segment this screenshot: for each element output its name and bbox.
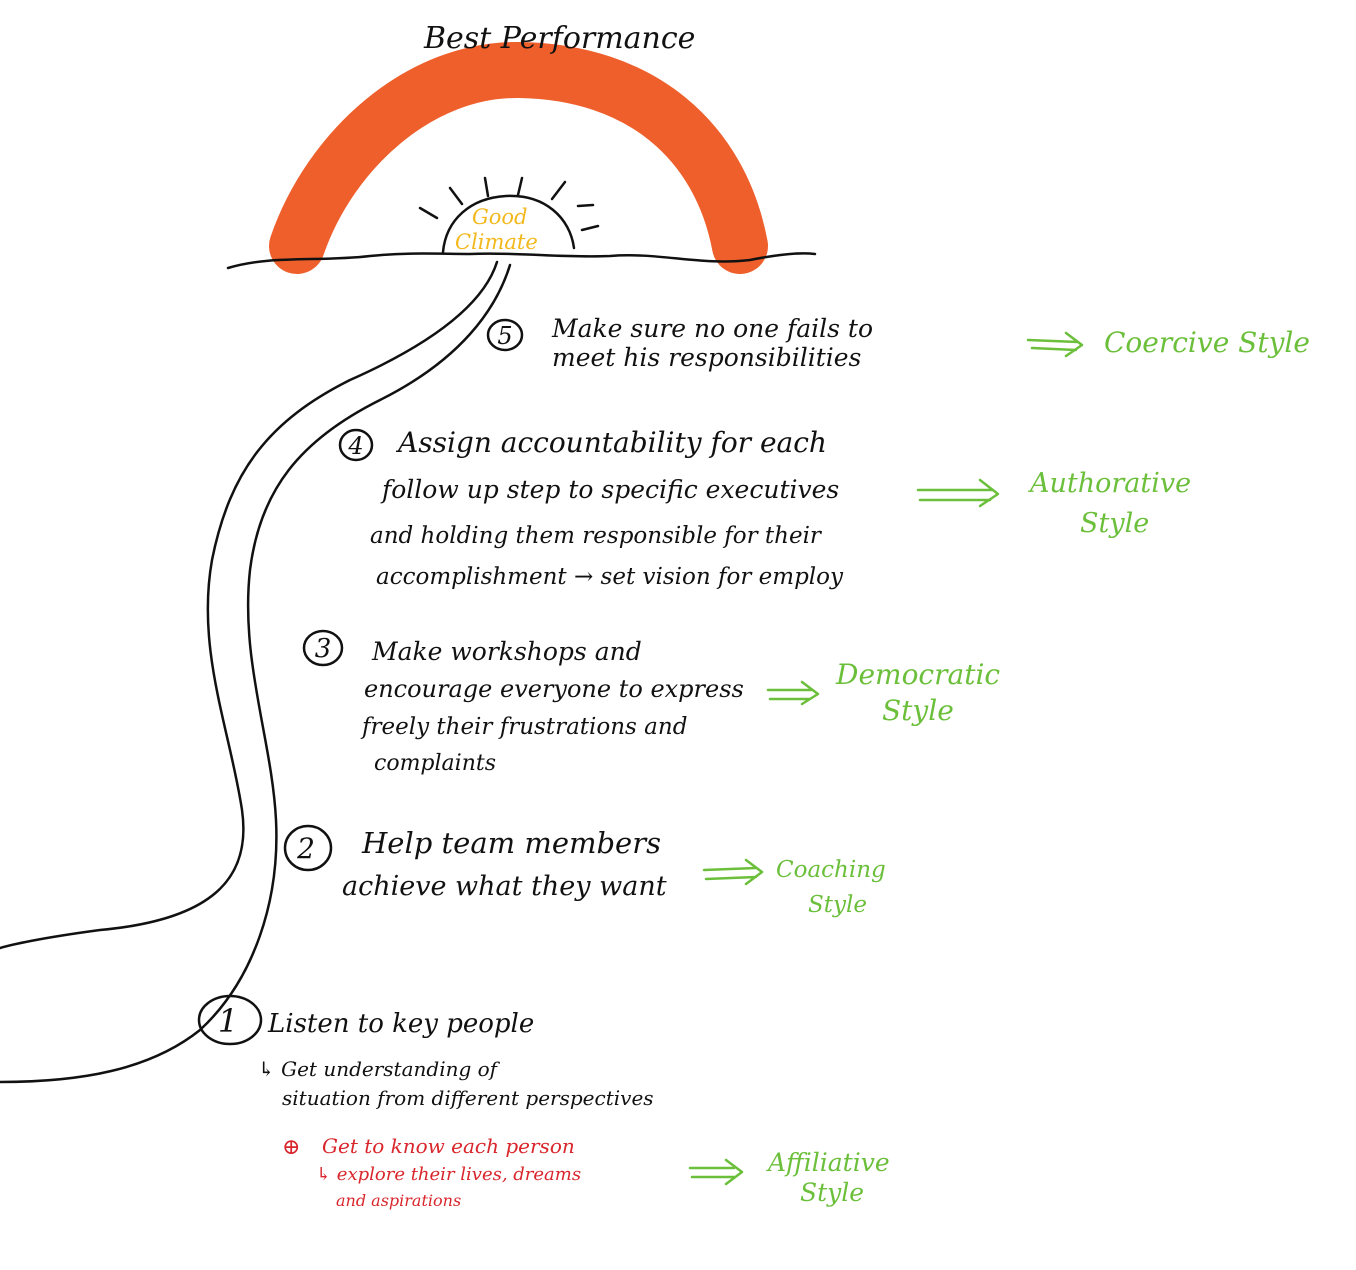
- step-number-text: 1: [218, 1002, 238, 1040]
- diagram-title: Best Performance: [423, 21, 695, 56]
- arrow-step-5: [1026, 331, 1084, 358]
- step-3-text: Make workshops and encourage everyone to…: [360, 637, 744, 776]
- step-3-number: 3: [302, 629, 344, 667]
- step-5-number: 5: [486, 318, 524, 352]
- step-number-text: 5: [497, 322, 512, 350]
- arrow-step-1: [688, 1158, 744, 1186]
- step-text-line: meet his responsibilities: [552, 343, 861, 372]
- style-label-line: Coaching: [776, 857, 886, 883]
- style-label-line: Style: [800, 1178, 864, 1207]
- sun-label-line1: Good: [472, 205, 528, 229]
- style-label-line: Democratic: [835, 658, 1000, 691]
- style-label-authorative: Authorative Style: [1027, 468, 1191, 539]
- style-label-democratic: Democratic Style: [835, 658, 1000, 727]
- arrow-step-4: [916, 478, 1000, 508]
- performance-arc: [269, 41, 768, 274]
- step-5-text: Make sure no one fails to meet his respo…: [551, 314, 873, 372]
- step-number-text: 4: [347, 432, 363, 460]
- step-text-line: Help team members: [361, 826, 661, 860]
- step-text-line: situation from different perspectives: [282, 1086, 654, 1110]
- step-text-line: Listen to key people: [267, 1009, 534, 1039]
- step-1-text: Listen to key people ↳ Get understanding…: [258, 1009, 654, 1110]
- road: [0, 260, 512, 1084]
- style-label-line: Coercive Style: [1104, 326, 1310, 359]
- sun-dome: [441, 194, 576, 254]
- step-text-line: complaints: [374, 751, 496, 776]
- style-label-coaching: Coaching Style: [776, 857, 886, 918]
- step-text-line: freely their frustrations and: [360, 714, 687, 740]
- style-label-line: Style: [1080, 508, 1149, 539]
- step-number-text: 2: [296, 832, 315, 865]
- step-1-number: 1: [197, 994, 263, 1046]
- step-text-line: achieve what they want: [342, 871, 667, 902]
- sun-rays: [418, 176, 600, 232]
- horizon-line: [226, 252, 817, 270]
- plus-note-line: ↳ explore their lives, dreams: [316, 1164, 581, 1185]
- step-4-text: Assign accountability for each follow up…: [370, 426, 844, 590]
- step-number-text: 3: [315, 634, 332, 664]
- style-label-line: Authorative: [1027, 468, 1191, 499]
- sun-label-line2: Climate: [455, 230, 538, 254]
- step-4-number: 4: [338, 428, 374, 462]
- arrows: [688, 331, 1084, 1186]
- style-label-affiliative: Affiliative Style: [766, 1148, 890, 1207]
- arrow-step-2: [702, 858, 764, 886]
- step-text-line: accomplishment → set vision for employ: [376, 564, 844, 590]
- step-text-line: follow up step to specific executives: [380, 475, 839, 504]
- step-text-line: ↳ Get understanding of: [258, 1057, 501, 1081]
- step-2-number: 2: [283, 824, 333, 872]
- step-text-line: encourage everyone to express: [364, 675, 744, 703]
- road-edge-left: [0, 260, 499, 950]
- plus-note: ⊕ Get to know each person ↳ explore thei…: [282, 1134, 581, 1210]
- step-text-line: Assign accountability for each: [395, 426, 827, 459]
- plus-note-line: Get to know each person: [322, 1134, 575, 1158]
- plus-note-line: and aspirations: [336, 1191, 461, 1210]
- step-text-line: Make sure no one fails to: [551, 314, 873, 343]
- sun: Good Climate: [418, 176, 600, 254]
- plus-note-marker: ⊕: [282, 1135, 300, 1160]
- style-label-line: Style: [882, 694, 954, 727]
- road-edge-right: [0, 263, 512, 1084]
- step-text-line: Make workshops and: [371, 637, 642, 666]
- style-label-coercive: Coercive Style: [1104, 326, 1310, 359]
- step-2-text: Help team members achieve what they want: [342, 826, 667, 902]
- step-text-line: and holding them responsible for their: [370, 523, 823, 549]
- style-label-line: Style: [808, 892, 867, 918]
- style-label-line: Affiliative: [766, 1148, 890, 1177]
- arrow-step-3: [766, 680, 820, 706]
